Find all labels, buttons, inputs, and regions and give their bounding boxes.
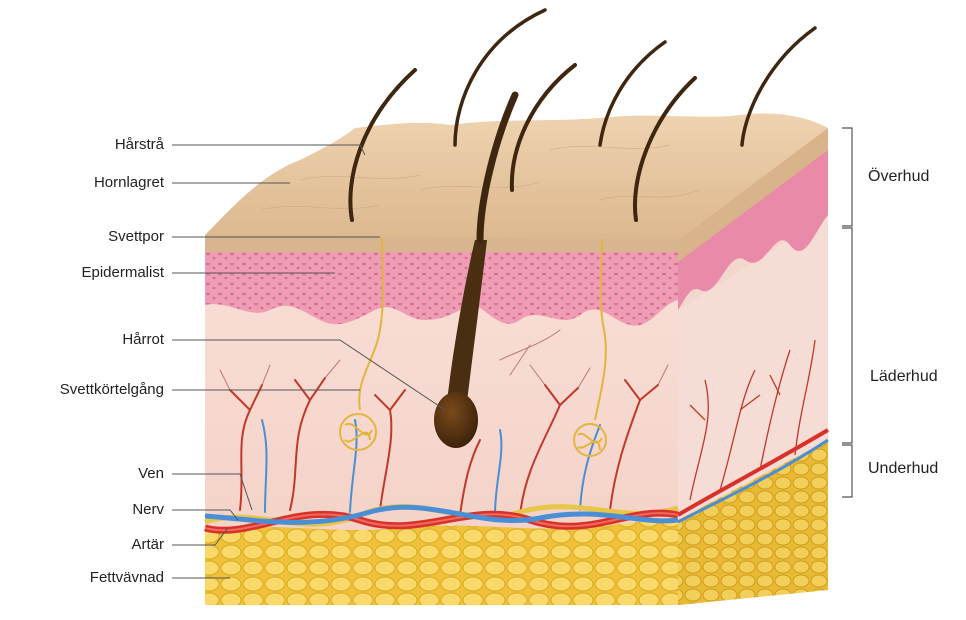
label-epidermis: Överhud xyxy=(868,168,929,186)
label-sweat-duct: Svettkörtelgång xyxy=(60,381,164,399)
label-epidermal-layer: Epidermalist xyxy=(81,264,164,282)
label-hair-root: Hårrot xyxy=(122,331,164,349)
skin-block-front-face xyxy=(205,235,678,605)
label-fat-tissue: Fettvävnad xyxy=(90,569,164,587)
hair-bulb xyxy=(434,392,478,448)
label-nerve: Nerv xyxy=(132,501,164,519)
label-hair-shaft: Hårstrå xyxy=(115,136,164,154)
label-vein: Ven xyxy=(138,465,164,483)
label-dermis: Läderhud xyxy=(870,368,938,386)
label-stratum-corneum: Hornlagret xyxy=(94,174,164,192)
fat-layer xyxy=(205,518,678,605)
label-artery: Artär xyxy=(131,536,164,554)
bracket-dermis xyxy=(842,228,852,443)
label-sweat-pore: Svettpor xyxy=(108,228,164,246)
layer-brackets xyxy=(842,128,852,497)
label-hypodermis: Underhud xyxy=(868,460,938,478)
bracket-hypodermis xyxy=(842,445,852,497)
bracket-epidermis xyxy=(842,128,852,226)
